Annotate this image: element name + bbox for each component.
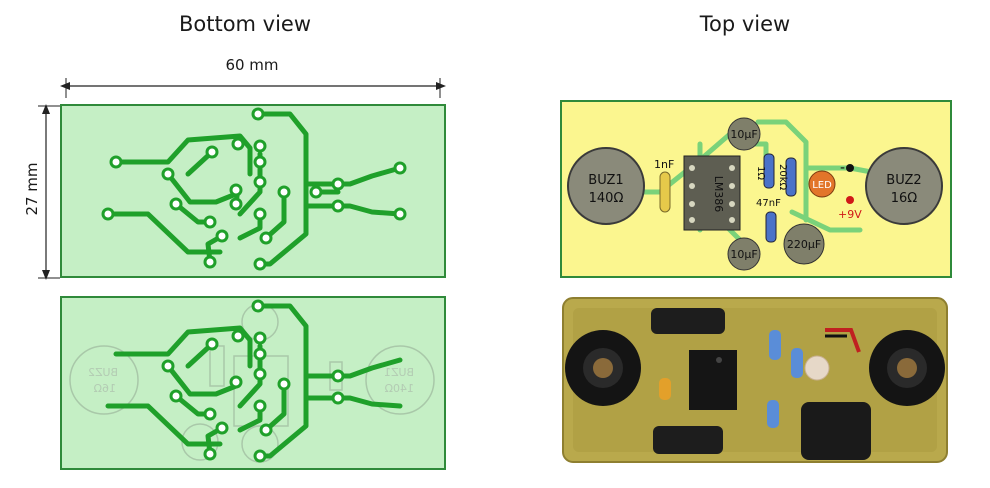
buz1-value: 140Ω (589, 191, 624, 206)
ic-lm386: LM386 (683, 155, 741, 231)
power-terminals: - +9V (838, 160, 862, 221)
photo-resistor-1 (769, 330, 781, 360)
cap-220uf-label: 220μF (787, 238, 821, 251)
capacitor-47nf: 47nF (756, 198, 781, 243)
resistor-1ohm-label: 1Ω (755, 166, 766, 180)
photo-cap-1nf (659, 378, 671, 400)
bottom-view-pcb (60, 104, 446, 278)
top-view-heading: Top view (699, 12, 791, 36)
mirrored-buz2-label: BUZ2 (88, 366, 118, 379)
buz2-label: BUZ2 (886, 173, 921, 188)
capacitor-10uf-bottom: 10μF (727, 237, 761, 271)
assembled-board-photo (555, 290, 955, 470)
bottom-view-heading: Bottom view (178, 12, 312, 36)
photo-cap-220uf (801, 402, 871, 460)
photo-cap-47nf (767, 400, 779, 428)
bottom-view-pcb-with-silkscreen: BUZ2 16Ω BUZ1 140Ω (60, 296, 446, 470)
photo-buzzer-left (565, 330, 641, 406)
top-view-layout: BUZ1 140Ω BUZ2 16Ω 1nF LM386 10μF 10μF 1… (560, 100, 952, 278)
mirrored-buz2-value: 16Ω (94, 382, 116, 395)
solder-pads (161, 299, 345, 463)
mirrored-silkscreen-text: BUZ2 16Ω BUZ1 140Ω (88, 366, 414, 395)
resistor-20kohm: 20kΩ (777, 157, 797, 197)
led-label: LED (812, 180, 832, 191)
power-label: +9V (838, 208, 862, 221)
led: LED (808, 170, 836, 198)
buz2-value: 16Ω (891, 191, 918, 206)
photo-cap-top (651, 308, 725, 334)
buz1-label: BUZ1 (588, 173, 623, 188)
resistor-1ohm: 1Ω (755, 153, 775, 189)
photo-cap-bottom (653, 426, 723, 454)
resistor-20kohm-label: 20kΩ (777, 164, 788, 191)
buzzer-right: BUZ2 16Ω (865, 147, 943, 225)
mirrored-buz1-value: 140Ω (385, 382, 414, 395)
buzzer-left: BUZ1 140Ω (567, 147, 645, 225)
capacitor-220uf: 220μF (783, 223, 825, 265)
capacitor-10uf-top: 10μF (727, 117, 761, 151)
photo-ic (689, 350, 737, 410)
cap-47nf-label: 47nF (756, 198, 781, 209)
ground-label: - (840, 160, 845, 176)
capacitor-1nf: 1nF (654, 158, 674, 213)
width-dimension-label: 60 mm (225, 56, 279, 74)
ic-label: LM386 (712, 176, 725, 213)
photo-resistor-2 (791, 348, 803, 378)
photo-buzzer-right (869, 330, 945, 406)
mirrored-buz1-label: BUZ1 (384, 366, 414, 379)
photo-wire-red (825, 328, 861, 353)
photo-led (804, 355, 830, 381)
cap-10uf-top-label: 10μF (730, 128, 757, 141)
cap-1nf-label: 1nF (654, 158, 674, 171)
cap-10uf-bottom-label: 10μF (730, 248, 757, 261)
solder-pads (101, 107, 407, 271)
